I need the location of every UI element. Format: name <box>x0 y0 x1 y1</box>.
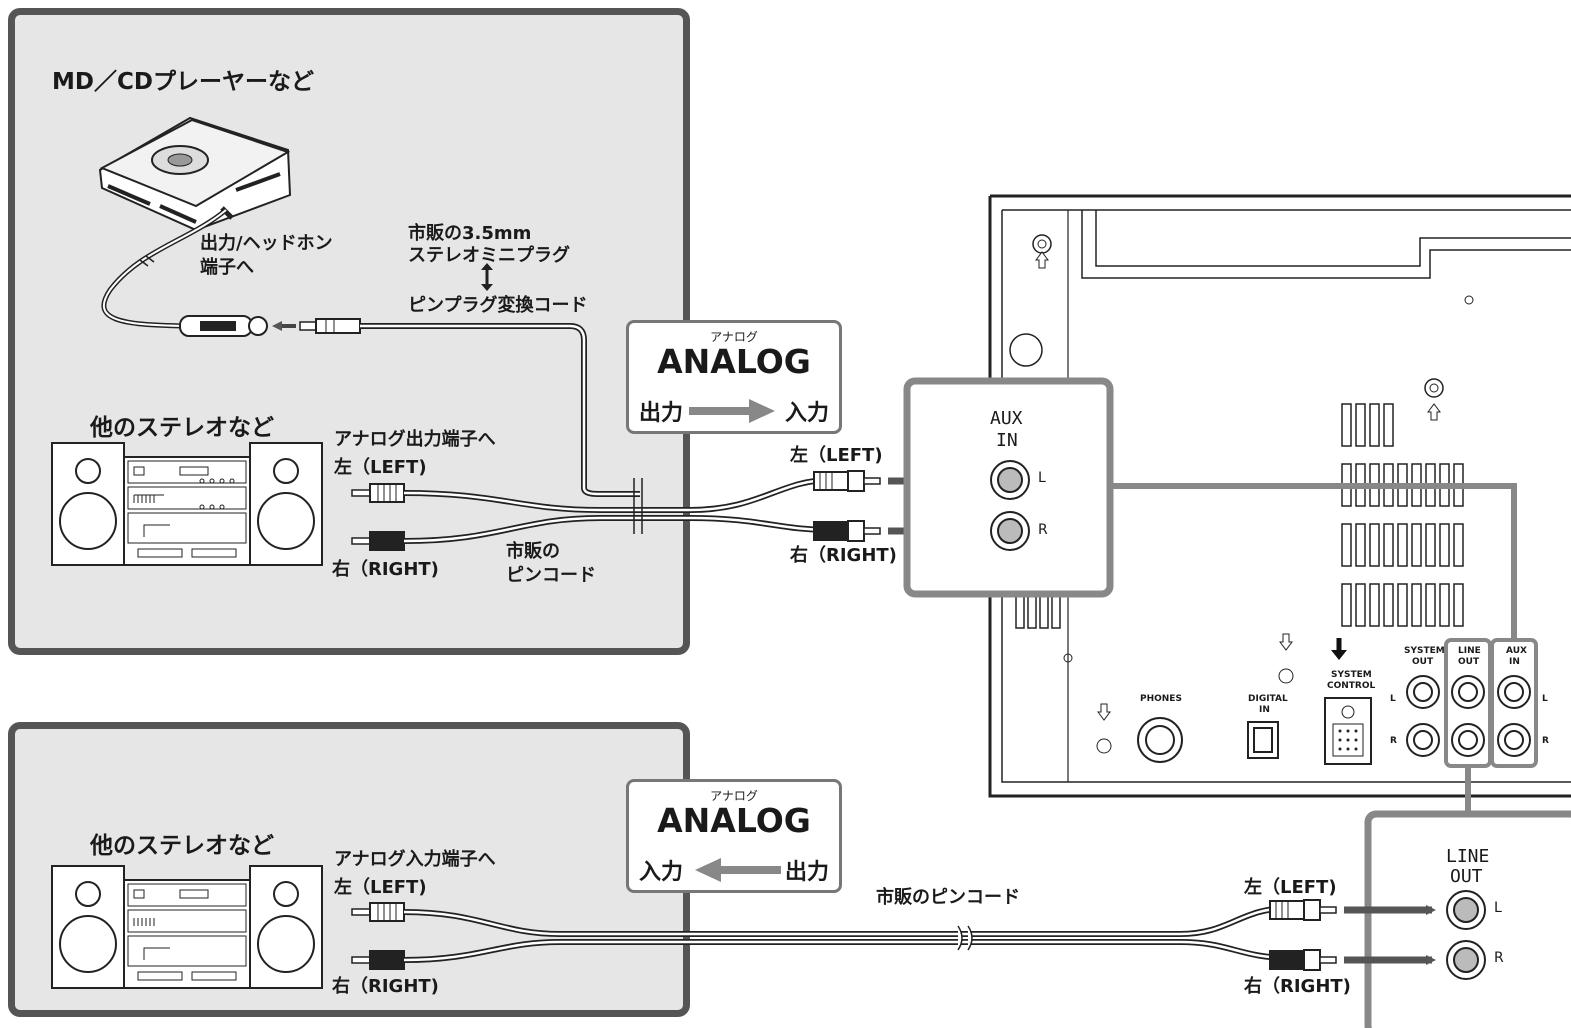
vent-slot <box>1411 583 1422 627</box>
line-out-zoom-jacks <box>1446 890 1486 980</box>
stereo-title: 他のステレオなど <box>90 415 274 441</box>
rca-plug-aux-right-icon <box>813 520 881 542</box>
right-label: 右（RIGHT) <box>332 559 439 580</box>
vent-slot <box>1425 583 1436 627</box>
vent-slot <box>1453 583 1464 627</box>
line-out-label-1: LINE <box>1458 646 1481 656</box>
system-out-label-2: OUT <box>1412 657 1434 667</box>
vent-slot <box>1439 523 1450 567</box>
vent-slot <box>1397 583 1408 627</box>
analog-output-box: アナログ ANALOG 出力 入力 <box>626 320 842 434</box>
stereo-title-bottom: 他のステレオなど <box>90 833 274 859</box>
aux-right-label: 右（RIGHT) <box>790 545 897 566</box>
pin-cord-label-2: ピンコード <box>506 565 596 586</box>
rear-r-label: R <box>1390 736 1397 746</box>
aux-in-label-2: IN <box>1509 657 1520 667</box>
headphone-adapter-icon <box>179 315 268 337</box>
cable-label-2: ステレオミニプラグ <box>408 245 570 266</box>
analog-ruby: アナログ <box>710 330 758 344</box>
system-out-label-1: SYSTEM <box>1404 646 1445 656</box>
aux-zoom-r: R <box>1038 522 1048 538</box>
mini-plug-icon <box>299 318 361 334</box>
analog-ruby-2: アナログ <box>710 789 758 803</box>
lineout-zoom-r: R <box>1494 950 1504 966</box>
vent-slot <box>1341 403 1352 447</box>
digital-in-label-2: IN <box>1259 705 1270 715</box>
aux-in-label-1: AUX <box>1506 646 1527 656</box>
pin-cord-label-1: 市販の <box>506 541 560 562</box>
md-cd-title: MD／CDプレーヤーなど <box>52 69 314 95</box>
stereo-jack-label: アナログ出力端子へ <box>334 429 496 450</box>
bottom-right-label: 右（RIGHT) <box>332 976 439 997</box>
analog-to: 入力 <box>784 401 829 426</box>
aux-zoom-title-2: IN <box>996 430 1018 451</box>
rca-plug-lineout-right-icon <box>1269 949 1337 971</box>
rca-plug-lineout-left-icon <box>1269 899 1337 921</box>
vent-slot <box>1355 403 1366 447</box>
vent-slot <box>1341 523 1352 567</box>
rear-l-label: L <box>1390 694 1396 704</box>
aux-zoom-jacks <box>990 460 1030 551</box>
stereo-system-bottom-icon <box>51 865 323 989</box>
vent-slot <box>1411 523 1422 567</box>
vent-slot <box>1369 523 1380 567</box>
vent-slot <box>1355 583 1366 627</box>
analog-from: 出力 <box>639 401 684 426</box>
rca-plug-aux-left-icon <box>813 470 881 492</box>
cable-label-1: 市販の3.5mm <box>408 223 532 244</box>
vent-slot <box>1369 403 1380 447</box>
player-jack-label: 出力/ヘッドホン 端子へ <box>200 233 333 278</box>
aux-zoom-title-1: AUX <box>990 408 1023 429</box>
system-control-label-1: SYSTEM <box>1331 670 1372 680</box>
vent-slot <box>1425 523 1436 567</box>
stereo-system-icon <box>51 442 323 566</box>
vent-slot <box>1397 523 1408 567</box>
rca-plug-bottom-left-icon <box>351 902 405 922</box>
rear-l-label-2: L <box>1542 694 1548 704</box>
md-cd-player-icon <box>98 116 292 232</box>
rca-plug-bottom-right-icon <box>351 950 405 970</box>
vent-slot <box>1383 583 1394 627</box>
right-arrow-icon <box>689 399 775 423</box>
vent-slot <box>1453 523 1464 567</box>
bottom-left-label: 左（LEFT) <box>334 877 427 898</box>
stereo-input-jack-label: アナログ入力端子へ <box>334 849 496 870</box>
vent-slot <box>1383 403 1394 447</box>
lineout-left-label: 左（LEFT) <box>1244 877 1337 898</box>
aux-zoom-l: L <box>1038 470 1046 486</box>
left-arrow-icon <box>695 858 781 882</box>
analog-title: ANALOG <box>657 342 811 381</box>
left-label: 左（LEFT) <box>334 457 427 478</box>
rca-plug-left-icon <box>351 483 405 503</box>
phones-label: PHONES <box>1140 694 1182 704</box>
line-out-label-2: OUT <box>1458 657 1480 667</box>
lineout-zoom-title-2: OUT <box>1450 866 1483 887</box>
digital-in-label-1: DIGITAL <box>1248 694 1288 704</box>
vent-slot <box>1369 583 1380 627</box>
vent-slot <box>1383 523 1394 567</box>
bottom-pin-cord-label: 市販のピンコード <box>876 887 1020 908</box>
system-control-label-2: CONTROL <box>1327 681 1376 691</box>
aux-left-label: 左（LEFT) <box>790 445 883 466</box>
lineout-zoom-l: L <box>1494 900 1502 916</box>
rear-r-label-2: R <box>1542 736 1549 746</box>
analog-to-2: 出力 <box>784 860 829 885</box>
lineout-zoom-title-1: LINE <box>1446 846 1490 867</box>
analog-title-2: ANALOG <box>657 801 811 840</box>
vent-slot <box>1439 583 1450 627</box>
analog-from-2: 入力 <box>639 860 684 885</box>
cable-label-3: ピンプラグ変換コード <box>408 295 588 316</box>
lineout-right-label: 右（RIGHT) <box>1244 976 1351 997</box>
rca-plug-right-icon <box>351 531 405 551</box>
vent-slot <box>1355 523 1366 567</box>
vent-slot <box>1341 583 1352 627</box>
analog-input-box: アナログ ANALOG 入力 出力 <box>626 779 842 893</box>
